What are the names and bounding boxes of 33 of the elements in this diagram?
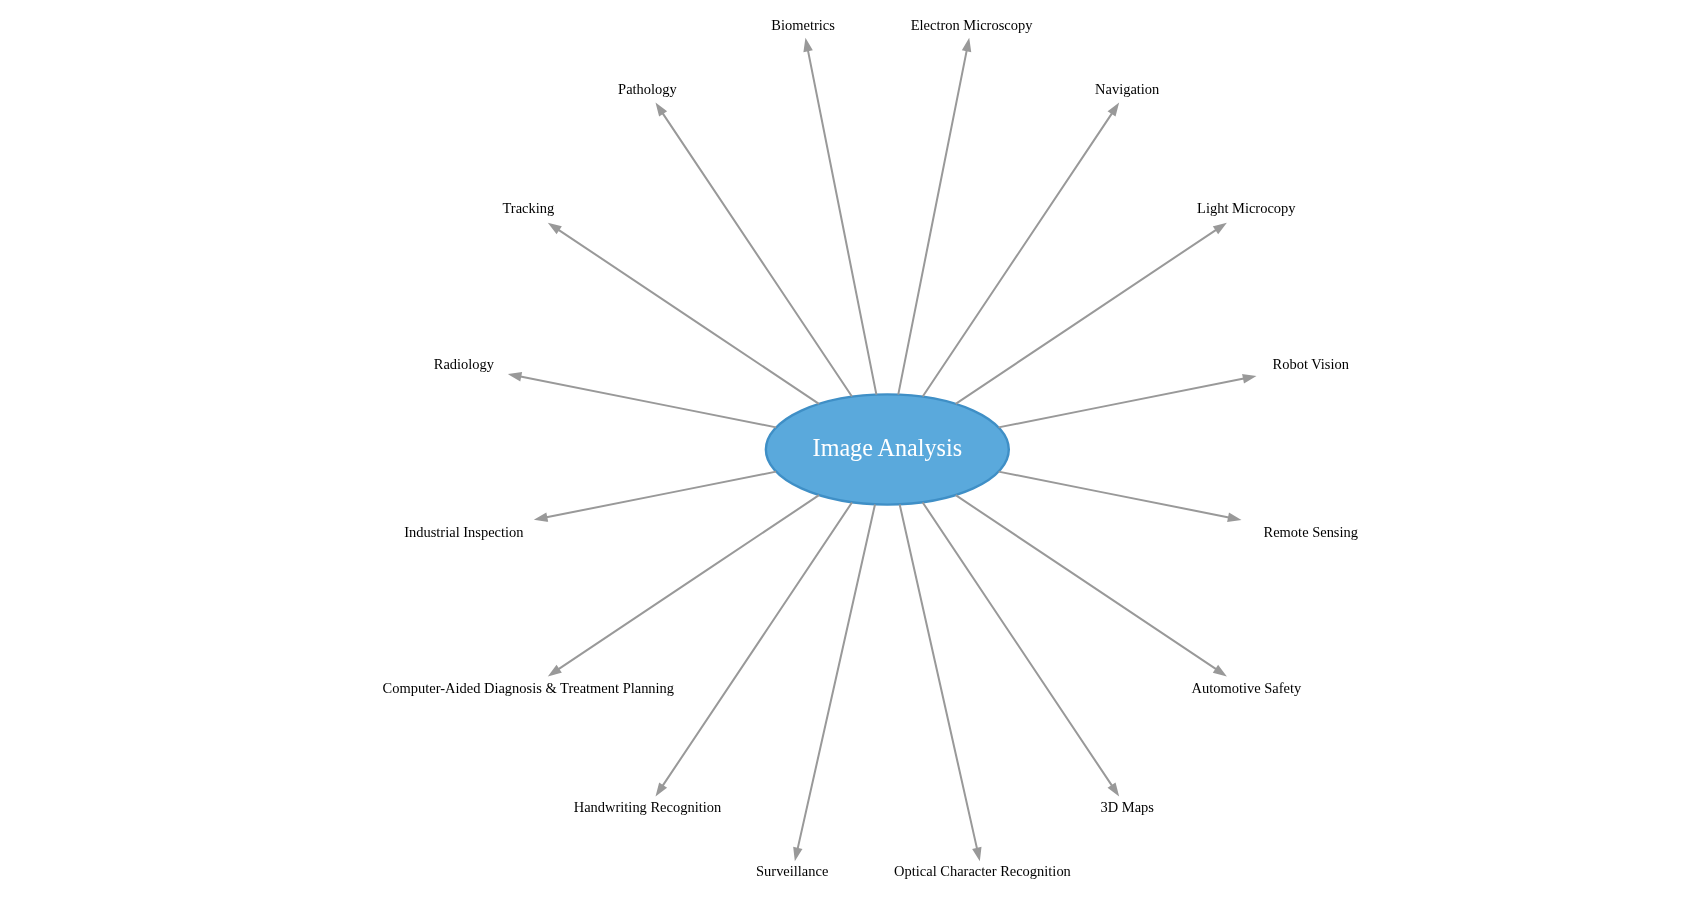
node-text: Navigation — [1095, 81, 1160, 98]
arrow — [547, 494, 820, 677]
arrow — [955, 494, 1227, 677]
arrow — [998, 374, 1257, 429]
node-text: Pathology — [618, 81, 677, 98]
arrow — [507, 371, 777, 429]
arrow — [955, 222, 1227, 405]
node-text: Robot Vision — [1272, 355, 1350, 372]
node-text: Tracking — [502, 200, 555, 217]
node-text: Surveillance — [756, 863, 829, 880]
arrow — [897, 37, 972, 395]
arrow — [655, 501, 853, 797]
arrow — [533, 470, 777, 522]
arrow — [921, 501, 1120, 797]
arrow — [898, 504, 982, 862]
node-text: Automotive Safety — [1191, 679, 1302, 696]
arrow — [803, 37, 878, 395]
node-text: Light Microcopy — [1197, 200, 1296, 217]
node-ellipse: Image Analysis — [764, 393, 1010, 506]
node-text: Electron Microscopy — [910, 16, 1033, 33]
arrow — [547, 222, 820, 405]
node-text: Handwriting Recognition — [573, 799, 722, 816]
node-text: 3D Maps — [1100, 799, 1154, 816]
node-text: Biometrics — [771, 16, 835, 33]
node-text: Radiology — [433, 355, 495, 372]
arrow — [921, 102, 1120, 398]
node-text: Industrial Inspection — [404, 524, 524, 541]
node-text: Computer-Aided Diagnosis & Treatment Planning — [382, 679, 675, 696]
arrow — [655, 102, 853, 398]
node-text: Remote Sensing — [1263, 524, 1359, 541]
arrow — [998, 470, 1242, 522]
arrow — [793, 504, 876, 862]
node-text: Optical Character Recognition — [894, 863, 1071, 880]
